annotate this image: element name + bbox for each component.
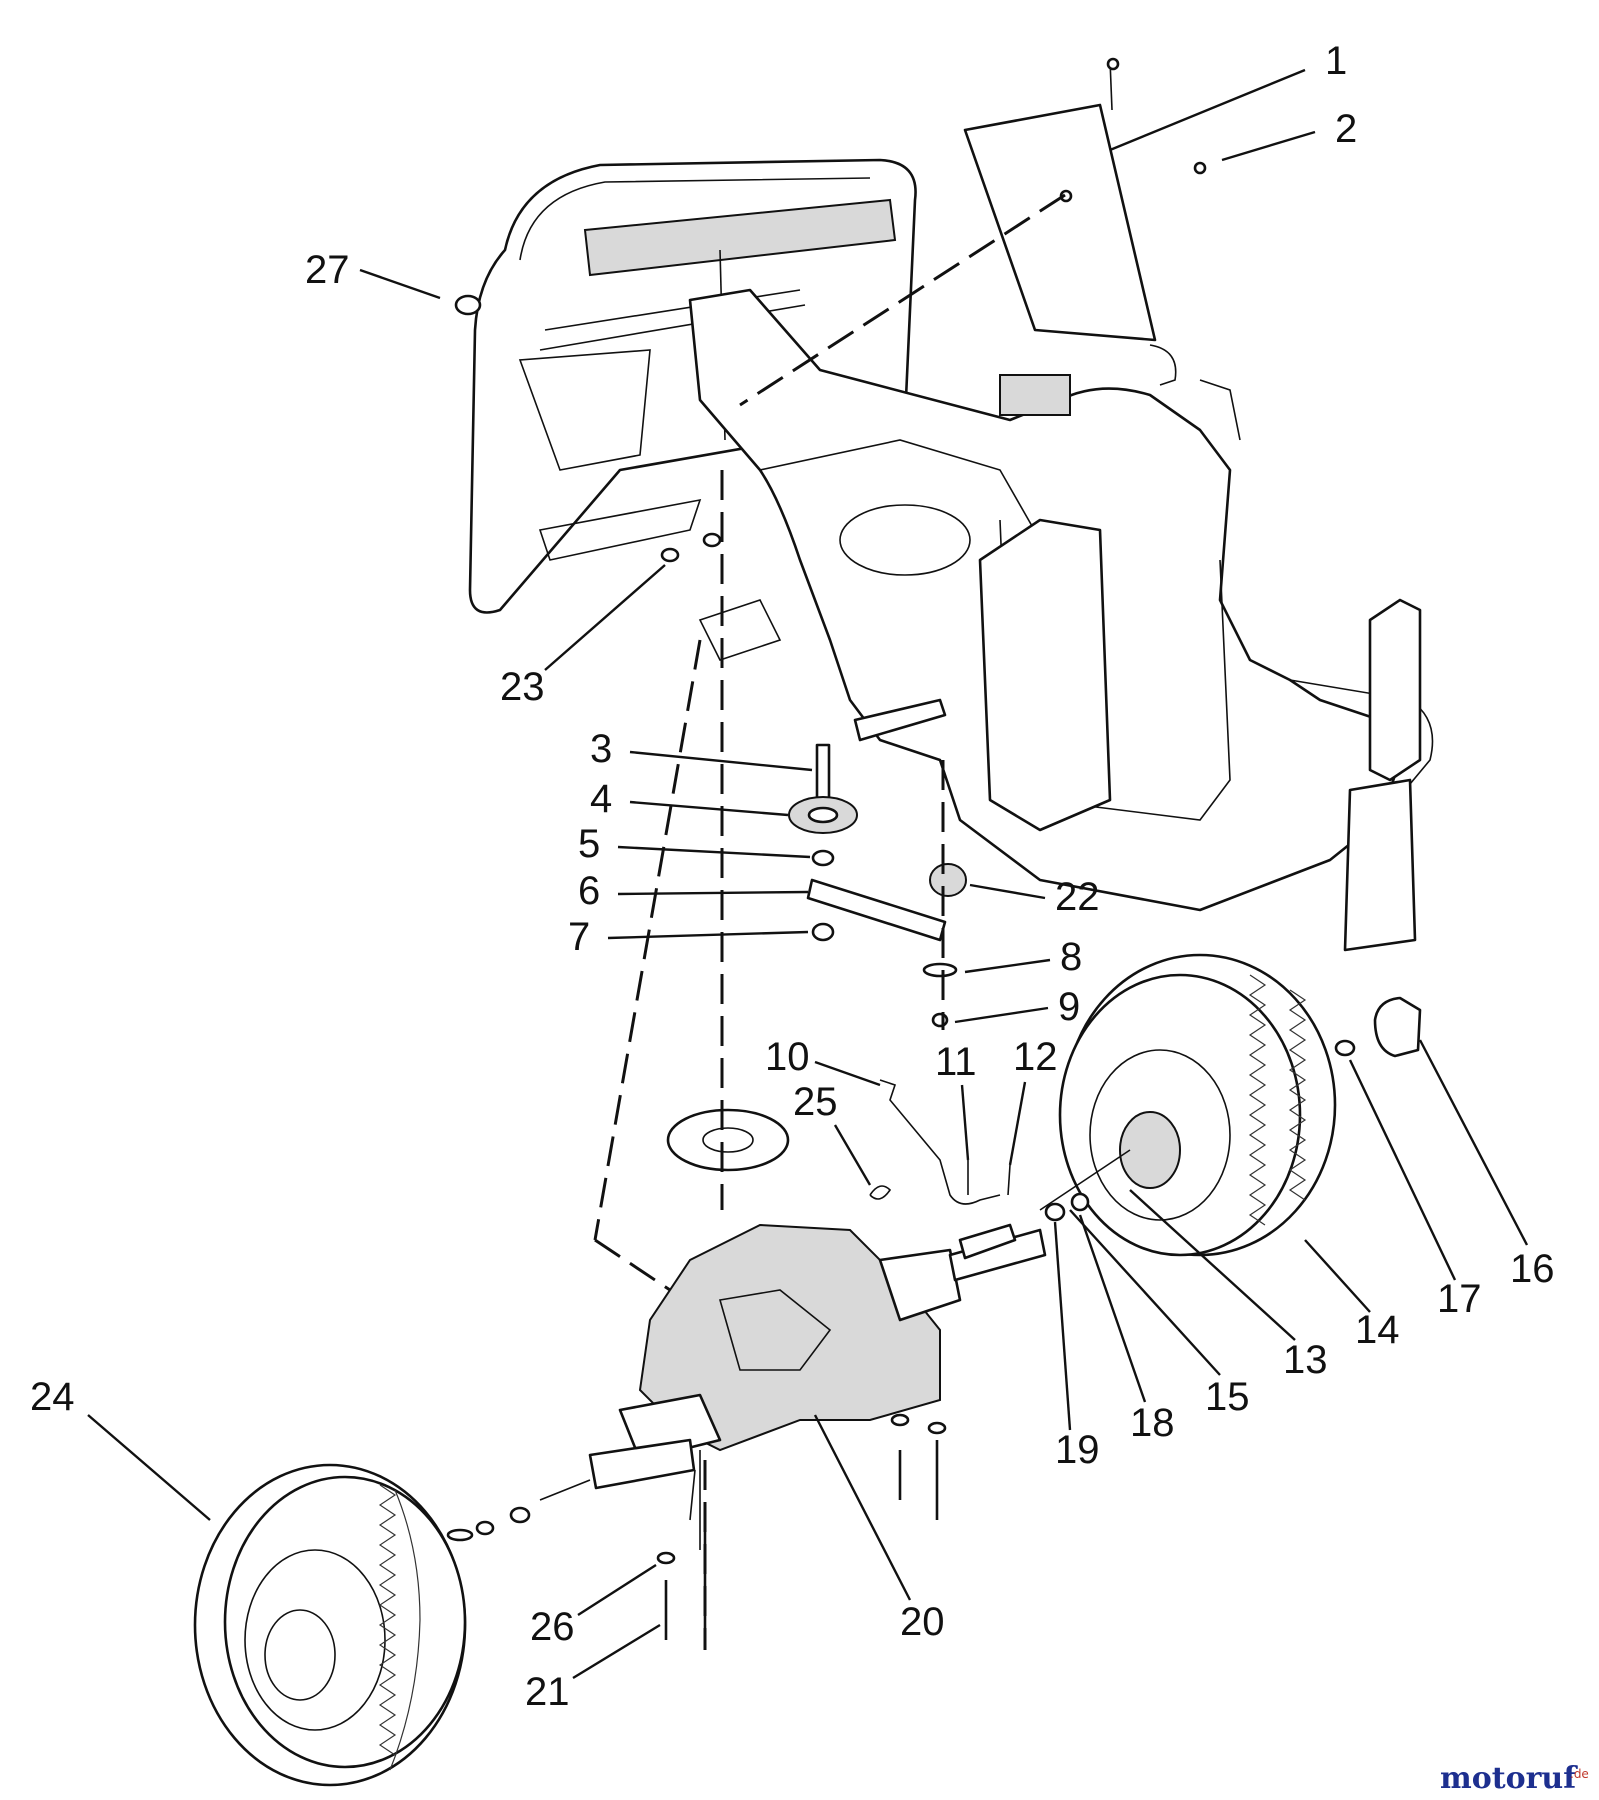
- leader-13: [1129, 1189, 1296, 1341]
- callout-11: 11: [935, 1040, 977, 1084]
- leader-14: [1304, 1239, 1371, 1313]
- leader-19: [1053, 1221, 1072, 1431]
- leader-8: [964, 958, 1051, 974]
- leader-12: [1008, 1081, 1027, 1166]
- callout-24: 24: [30, 1375, 75, 1419]
- callout-19: 19: [1055, 1428, 1100, 1472]
- leader-21: [572, 1623, 661, 1680]
- plate-part-1: [963, 57, 1207, 386]
- leader-2: [1221, 130, 1316, 162]
- callout-6: 6: [578, 869, 600, 913]
- leader-26: [577, 1563, 657, 1617]
- leader-20: [813, 1414, 912, 1601]
- idler-assembly: [788, 743, 967, 1028]
- leader-24: [87, 1414, 211, 1521]
- callout-21: 21: [525, 1670, 570, 1714]
- frame: [538, 288, 1434, 952]
- leader-4: [629, 800, 789, 817]
- callout-4: 4: [590, 777, 612, 821]
- callout-2: 2: [1335, 107, 1357, 151]
- leader-25: [833, 1124, 872, 1186]
- callout-23: 23: [500, 665, 545, 709]
- callout-9: 9: [1058, 985, 1080, 1029]
- leader-18: [1078, 1214, 1147, 1403]
- callout-20: 20: [900, 1600, 945, 1644]
- small-hardware: [454, 294, 722, 563]
- callout-18: 18: [1130, 1401, 1175, 1445]
- leader-17: [1348, 1059, 1457, 1281]
- leader-5: [617, 845, 811, 859]
- callout-12: 12: [1013, 1035, 1058, 1079]
- right-wheel: [958, 953, 1422, 1260]
- callout-15: 15: [1205, 1375, 1250, 1419]
- callouts: 1 2 27 23 3 4 5 6 7 22 8 9 10: [30, 39, 1555, 1714]
- leader-23: [544, 564, 666, 671]
- leader-10: [814, 1060, 881, 1087]
- callout-14: 14: [1355, 1308, 1400, 1352]
- leader-15: [1069, 1209, 1221, 1376]
- watermark-brand: motoruf: [1440, 1761, 1578, 1796]
- assembly-lines: [593, 193, 1066, 1650]
- transaxle: [539, 1108, 1047, 1650]
- callout-8: 8: [1060, 935, 1082, 979]
- callout-27: 27: [305, 248, 350, 292]
- leader-11: [960, 1084, 970, 1161]
- callout-25: 25: [793, 1080, 838, 1124]
- callout-5: 5: [578, 822, 600, 866]
- leader-1: [1109, 68, 1306, 152]
- callout-13: 13: [1283, 1338, 1328, 1382]
- leader-9: [954, 1006, 1049, 1024]
- leader-27: [359, 268, 441, 300]
- callout-7: 7: [568, 915, 590, 959]
- leader-3: [629, 750, 813, 772]
- leader-16: [1418, 1039, 1529, 1246]
- callout-3: 3: [590, 727, 612, 771]
- callout-26: 26: [530, 1605, 575, 1649]
- callout-17: 17: [1437, 1277, 1482, 1321]
- leader-22: [969, 883, 1046, 900]
- callout-1: 1: [1325, 39, 1347, 83]
- callout-22: 22: [1055, 875, 1100, 919]
- watermark: motoruf .de: [1440, 1761, 1589, 1796]
- callout-16: 16: [1510, 1247, 1555, 1291]
- callout-10: 10: [765, 1035, 810, 1079]
- left-wheel: [193, 1463, 531, 1787]
- watermark-suffix: .de: [1570, 1767, 1589, 1781]
- linkage: [869, 1079, 1011, 1205]
- leader-6: [617, 890, 809, 896]
- leader-7: [607, 930, 809, 940]
